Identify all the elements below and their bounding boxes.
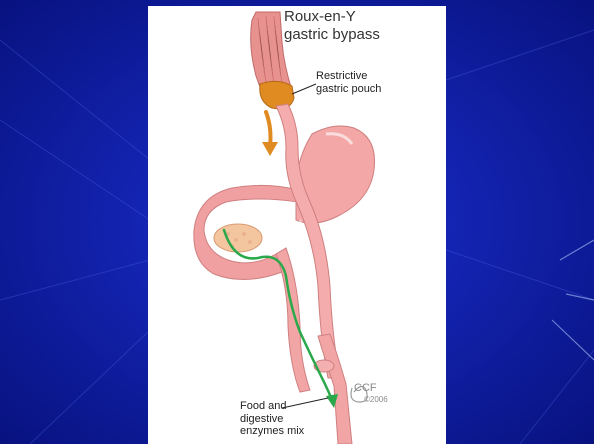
diagram-title: Roux-en-Y gastric bypass [284, 8, 424, 44]
biliopancreatic-limb [276, 248, 310, 392]
illustration-panel: Roux-en-Y gastric bypass Restrictive gas… [148, 6, 446, 444]
down-arrow-icon [262, 112, 278, 156]
pancreas [214, 224, 262, 252]
food-enzymes-label: Food and digestive enzymes mix [240, 400, 320, 438]
pouch-callout-line [292, 84, 316, 94]
credit-year: ©2006 [364, 395, 404, 404]
pouch-label: Restrictive gastric pouch [316, 70, 426, 95]
ccf-credit: CCF ©2006 [354, 382, 404, 404]
common-channel [318, 334, 352, 444]
credit-mark: CCF [354, 382, 377, 394]
